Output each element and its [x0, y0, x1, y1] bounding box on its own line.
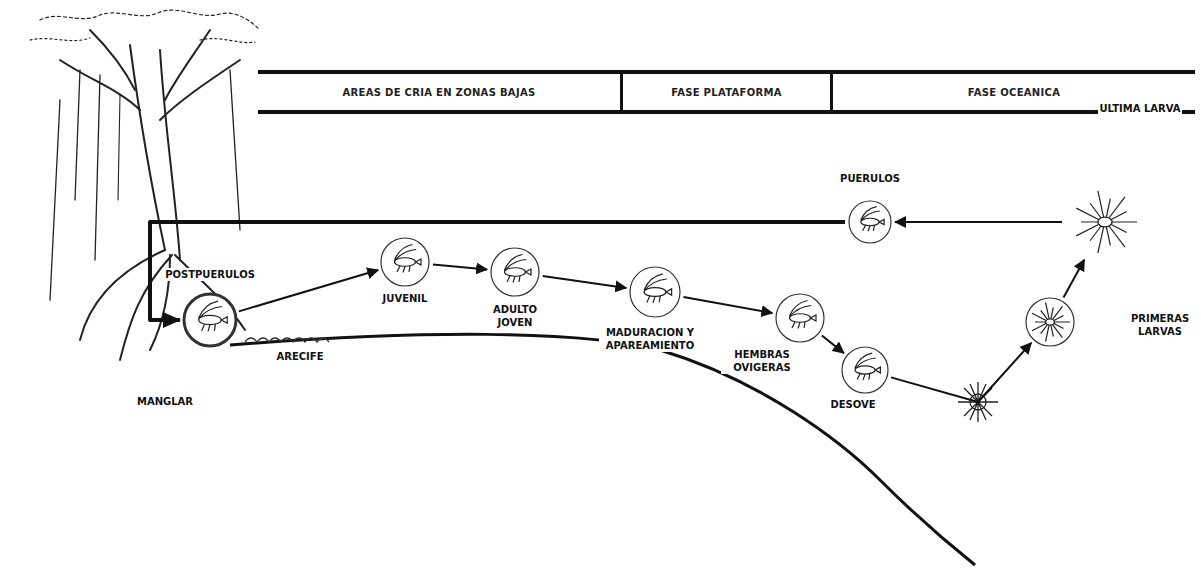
stage-node: POSTPUERULOS: [183, 293, 237, 347]
lobster-antenna: [505, 255, 527, 272]
lobster-figure: [395, 245, 422, 273]
larva-body: [1098, 217, 1112, 227]
phase-band: FASE PLATAFORMA: [620, 70, 830, 114]
reef: [245, 338, 329, 342]
stage-figure: [380, 237, 430, 287]
lobster-legs: [647, 296, 660, 303]
stage-node: DESOVE: [841, 346, 889, 394]
stage-node: MADURACION Y APAREAMIENTO: [629, 266, 681, 318]
larva-legs: [1076, 191, 1137, 253]
stage-figure: [183, 293, 237, 347]
lobster-figure: [505, 255, 532, 283]
flow-arrow: [1064, 260, 1085, 298]
sea-floor: [230, 334, 975, 565]
phase-label: FASE OCEANICA: [968, 87, 1060, 98]
stage-node: JUVENIL: [380, 237, 430, 287]
stage-label: ULTIMA LARVA: [1098, 102, 1181, 115]
stage-figure: [1065, 182, 1145, 262]
stage-circle: [1026, 298, 1074, 346]
lobster-legs: [863, 225, 875, 231]
larva-figure: [1076, 191, 1137, 253]
lobster-antenna: [644, 274, 667, 291]
lobster-legs: [202, 324, 216, 331]
lobster-body: [790, 314, 811, 323]
lobster-antenna: [790, 301, 812, 318]
stage-circle: [842, 347, 888, 393]
lobster-legs: [507, 276, 520, 283]
larva-body: [1046, 319, 1055, 325]
lobster-figure: [790, 301, 817, 329]
flow-arrow: [543, 276, 627, 288]
stage-circle: [381, 238, 429, 286]
lobster-legs: [792, 322, 805, 329]
stage-label: DESOVE: [829, 398, 876, 411]
lobster-body: [395, 258, 416, 267]
stage-label: JUVENIL: [382, 292, 429, 305]
stage-label: PUERULOS: [839, 172, 901, 185]
stage-node: HEMBRAS OVIGERAS: [775, 293, 825, 343]
lobster-legs: [857, 374, 870, 380]
stage-figure: [490, 247, 540, 297]
stage-label: PRIMERAS LARVAS: [1125, 312, 1195, 338]
phase-label: AREAS DE CRIA EN ZONAS BAJAS: [343, 87, 536, 98]
stage-circle: [184, 294, 236, 346]
flow-arrow: [239, 270, 378, 311]
phase-band: AREAS DE CRIA EN ZONAS BAJAS: [258, 70, 620, 114]
flow-arrow: [822, 336, 844, 354]
larva-figure: [1032, 303, 1070, 342]
lobster-tail: [875, 367, 880, 373]
mangrove-tree: [30, 10, 260, 360]
stage-figure: [629, 266, 681, 318]
lobster-tail: [221, 317, 227, 323]
lobster-tail: [666, 289, 672, 295]
lobster-figure: [199, 301, 228, 331]
stage-circle: [491, 248, 539, 296]
stage-node: ADULTO JOVEN: [490, 247, 540, 297]
stage-figure: [775, 293, 825, 343]
lobster-body: [505, 268, 526, 277]
stage-circle: [776, 294, 824, 342]
lobster-antenna: [395, 245, 417, 262]
lobster-tail: [416, 259, 422, 265]
flow-arrow: [891, 343, 1031, 402]
flow-arrow: [895, 221, 1062, 223]
lobster-tail: [811, 315, 817, 321]
lobster-figure: [644, 274, 672, 303]
lobster-antenna: [855, 353, 876, 369]
stage-label: HEMBRAS OVIGERAS: [721, 348, 803, 374]
stage-node: ULTIMA LARVA: [1065, 182, 1145, 262]
lobster-figure: [855, 353, 880, 380]
stage-label: MADURACION Y APAREAMIENTO: [599, 326, 701, 352]
lobster-body: [644, 288, 666, 297]
stage-figure: [848, 200, 892, 244]
flow-arrow: [433, 265, 487, 270]
region-label: ARECIFE: [276, 350, 325, 363]
stage-figure: [841, 346, 889, 394]
stage-circle: [849, 201, 891, 243]
region-label: MANGLAR: [136, 395, 194, 408]
lobster-antenna: [199, 301, 222, 319]
stage-figure: [1025, 297, 1075, 347]
lobster-body: [861, 218, 879, 225]
lobster-body: [855, 366, 875, 374]
lobster-tail: [879, 219, 884, 224]
lobster-body: [199, 315, 222, 324]
stage-label: POSTPUERULOS: [164, 268, 256, 281]
stage-circle: [630, 267, 680, 317]
phase-label: FASE PLATAFORMA: [671, 87, 782, 98]
lobster-figure: [861, 207, 884, 232]
stage-node: PRIMERAS LARVAS: [1025, 297, 1075, 347]
larva-legs: [1032, 303, 1070, 342]
lobster-antenna: [861, 207, 880, 221]
flow-arrow: [684, 297, 773, 313]
lobster-legs: [397, 266, 410, 273]
stage-label: ADULTO JOVEN: [482, 303, 548, 329]
stage-node: PUERULOS: [848, 200, 892, 244]
lobster-tail: [526, 269, 532, 275]
